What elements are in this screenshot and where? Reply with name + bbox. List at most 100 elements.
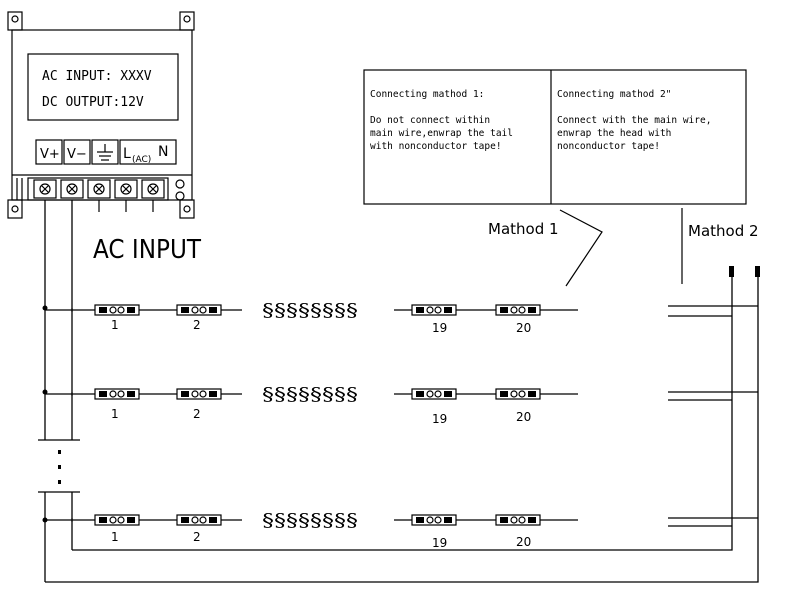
led-icon: [426, 390, 434, 398]
method2-connections: [668, 305, 758, 527]
led-icon: [117, 306, 125, 314]
module-number: 1: [111, 407, 119, 421]
led-module: [176, 304, 222, 316]
module-number: 2: [193, 318, 201, 332]
ac-input-label: AC INPUT: [93, 235, 201, 265]
return-wire-negative: [72, 276, 733, 551]
led-module: [411, 304, 457, 316]
module-number: 20: [516, 321, 531, 335]
method1-leader: [559, 209, 603, 287]
led-module: [94, 304, 140, 316]
led-icon: [426, 306, 434, 314]
terminal-l-n: [119, 139, 177, 165]
led-icon: [175, 191, 185, 201]
method1-label: Mathod 1: [488, 220, 559, 238]
led-icon: [109, 306, 117, 314]
led-module: [176, 514, 222, 526]
return-wire-positive: [45, 276, 759, 583]
mount-ear: [179, 199, 195, 219]
module-number: 2: [193, 530, 201, 544]
method1-title: Connecting mathod 1:: [370, 89, 484, 100]
method2-line: nonconductor tape!: [557, 141, 660, 152]
terminal-ground: [91, 139, 119, 165]
mount-hole: [11, 205, 19, 213]
terminal-label-n: N: [158, 144, 168, 160]
psu-label-panel: [27, 53, 179, 121]
led-icon: [199, 390, 207, 398]
led-icon: [510, 306, 518, 314]
continuation-squiggle: §§§§§§§§: [262, 510, 358, 531]
screw-icon: [66, 183, 78, 195]
terminal-label-v-minus: V−: [67, 147, 87, 162]
continuation-squiggle: §§§§§§§§: [262, 384, 358, 405]
module-number: 20: [516, 535, 531, 549]
method2-line: Connect with the main wire,: [557, 115, 711, 126]
led-icon: [191, 306, 199, 314]
method1-line: with nonconductor tape!: [370, 141, 502, 152]
terminal-label-l: L: [123, 146, 131, 162]
led-icon: [510, 516, 518, 524]
led-module: [495, 388, 541, 400]
terminal-block: [27, 177, 169, 201]
screw-icon: [147, 183, 159, 195]
module-number: 19: [432, 321, 447, 335]
module-number: 1: [111, 530, 119, 544]
terminal-v-minus: [63, 139, 91, 165]
method2-title: Connecting mathod 2": [557, 89, 671, 100]
method2-line: enwrap the head with: [557, 128, 671, 139]
method1-line: main wire,enwrap the tail: [370, 128, 513, 139]
led-module: [176, 388, 222, 400]
mount-hole: [183, 205, 191, 213]
led-icon: [434, 306, 442, 314]
led-module: [411, 388, 457, 400]
terminal-label-ac: (AC): [132, 155, 151, 165]
led-module: [411, 514, 457, 526]
power-supply: [7, 11, 195, 219]
led-module: [495, 304, 541, 316]
led-icon: [191, 516, 199, 524]
junction-dot: [42, 305, 48, 311]
led-module: [94, 514, 140, 526]
terminal-label-v-plus: V+: [40, 147, 60, 162]
screw-icon: [93, 183, 105, 195]
method1-line: Do not connect within: [370, 115, 490, 126]
module-number: 1: [111, 318, 119, 332]
led-icon: [117, 516, 125, 524]
wire-end-terminals: [729, 266, 760, 277]
ac-input-rating: AC INPUT: XXXV: [42, 69, 152, 84]
led-row: §§§§§§§§ 1 2 19 20: [45, 510, 578, 550]
led-icon: [434, 390, 442, 398]
mount-ear: [7, 199, 23, 219]
led-icon: [518, 306, 526, 314]
adjust-pot-icon: [175, 179, 185, 189]
screw-icon: [39, 183, 51, 195]
led-module: [495, 514, 541, 526]
led-module: [94, 388, 140, 400]
continuation-dots: [58, 450, 61, 484]
led-row: §§§§§§§§ 1 2 19 20: [45, 300, 578, 335]
led-icon: [518, 390, 526, 398]
dc-output-rating: DC OUTPUT:12V: [42, 95, 144, 110]
screw-icon: [120, 183, 132, 195]
mount-ear: [179, 11, 195, 31]
ground-icon: [97, 144, 113, 161]
led-icon: [117, 390, 125, 398]
method2-label: Mathod 2: [688, 222, 759, 240]
notes-box: [363, 69, 747, 205]
led-icon: [434, 516, 442, 524]
led-icon: [426, 516, 434, 524]
mount-hole: [183, 15, 191, 23]
mount-ear: [7, 11, 23, 31]
module-number: 19: [432, 412, 447, 426]
continuation-squiggle: §§§§§§§§: [262, 300, 358, 321]
led-icon: [510, 390, 518, 398]
module-number: 19: [432, 536, 447, 550]
led-icon: [191, 390, 199, 398]
junction-dot: [42, 389, 48, 395]
led-icon: [109, 390, 117, 398]
led-icon: [109, 516, 117, 524]
led-icon: [199, 306, 207, 314]
